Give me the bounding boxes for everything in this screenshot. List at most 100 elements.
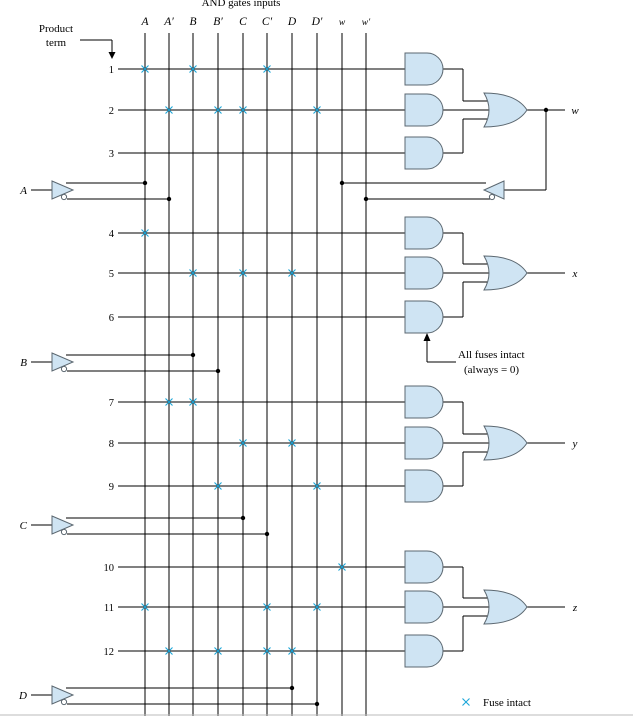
output-label-w: w — [571, 105, 579, 117]
junction-dot — [240, 515, 246, 521]
annotation-text: All fuses intact — [458, 349, 525, 361]
term-number: 10 — [104, 563, 115, 574]
junction-dot — [166, 196, 172, 202]
term-number: 5 — [109, 269, 114, 280]
gates — [404, 52, 528, 668]
fuse-intact-mark — [239, 106, 247, 114]
input-label-b: B — [20, 357, 27, 369]
junction-dot — [215, 368, 221, 374]
junction-dot — [190, 352, 196, 358]
output-label-y: y — [572, 438, 578, 450]
term-number: 9 — [109, 482, 114, 493]
legend-label: Fuse intact — [483, 697, 531, 709]
product-term-label: Product — [39, 23, 73, 35]
and-gate — [404, 136, 444, 170]
junction-dot — [264, 531, 270, 537]
fuse-intact-mark — [189, 398, 197, 406]
term-number: 3 — [109, 149, 114, 160]
fuse-intact-mark — [141, 229, 149, 237]
fuse-intact-mark — [263, 603, 271, 611]
column-label-c-not: C′ — [262, 16, 273, 28]
junction-dot — [363, 196, 369, 202]
column-label-b-not: B′ — [213, 16, 223, 28]
term-number: 12 — [104, 647, 115, 658]
junction-dot — [142, 180, 148, 186]
and-gate — [404, 52, 444, 86]
fuse-intact-mark — [214, 482, 222, 490]
term-number: 2 — [109, 106, 114, 117]
fuse-intact-mark — [338, 563, 346, 571]
or-gate — [483, 255, 528, 291]
and-gate — [404, 300, 444, 334]
input-label-a: A — [19, 185, 27, 197]
junction-dot — [543, 107, 549, 113]
inverter-bubble — [60, 193, 68, 201]
column-label-d-not: D′ — [311, 16, 323, 28]
fuse-intact-mark — [288, 269, 296, 277]
and-gate — [404, 550, 444, 584]
wires — [0, 33, 633, 716]
inverter-bubble — [488, 193, 496, 201]
and-gate — [404, 426, 444, 460]
or-gate — [483, 92, 528, 128]
fuse-intact-mark — [263, 647, 271, 655]
legend-fuse-symbol — [462, 698, 470, 706]
and-gate — [404, 256, 444, 290]
and-gate — [404, 590, 444, 624]
or-gate — [483, 589, 528, 625]
and-gate — [404, 216, 444, 250]
input-buffers — [51, 180, 505, 706]
product-term-label: term — [46, 37, 67, 49]
term-number: 8 — [109, 439, 114, 450]
fuse-marks — [141, 65, 470, 706]
product-term-arrowhead — [108, 52, 116, 59]
fuse-intact-mark — [165, 647, 173, 655]
column-label-d: D — [287, 16, 297, 28]
annotation-text: (always = 0) — [464, 364, 519, 376]
term-number: 4 — [109, 229, 115, 240]
junction-dot — [314, 701, 320, 707]
or-gate — [483, 425, 528, 461]
input-label-c: C — [20, 520, 28, 532]
fuse-intact-mark — [313, 603, 321, 611]
fuse-intact-mark — [189, 269, 197, 277]
fuse-intact-mark — [288, 439, 296, 447]
fuse-intact-mark — [313, 106, 321, 114]
inverter-bubble — [60, 698, 68, 706]
fuse-intact-mark — [141, 603, 149, 611]
term-number: 1 — [109, 65, 114, 76]
junction-dot — [339, 180, 345, 186]
fuse-intact-mark — [288, 647, 296, 655]
column-label-a-not: A′ — [163, 16, 174, 28]
fuse-intact-mark — [239, 269, 247, 277]
fuse-intact-mark — [165, 106, 173, 114]
fuse-intact-mark — [214, 106, 222, 114]
fuse-intact-mark — [189, 65, 197, 73]
inverter-bubble — [60, 365, 68, 373]
output-label-x: x — [572, 268, 578, 280]
fuse-intact-mark — [239, 439, 247, 447]
fuse-intact-mark — [214, 647, 222, 655]
output-label-z: z — [572, 602, 578, 614]
term-number: 6 — [109, 313, 114, 324]
fuse-intact-mark — [263, 65, 271, 73]
fuse-intact-mark — [141, 65, 149, 73]
and-gate — [404, 634, 444, 668]
term-number: 7 — [109, 398, 114, 409]
annotation-arrowhead — [423, 333, 431, 341]
column-label-w-not: w′ — [362, 18, 371, 28]
inverter-bubble — [60, 528, 68, 536]
junction-dot — [289, 685, 295, 691]
input-label-d: D — [18, 690, 27, 702]
and-gate — [404, 385, 444, 419]
header-title: AND gates inputs — [202, 0, 281, 9]
fuse-intact-mark — [165, 398, 173, 406]
fuse-intact-mark — [313, 482, 321, 490]
feedback-buffer — [482, 180, 505, 200]
and-gate — [404, 93, 444, 127]
column-label-b: B — [189, 16, 196, 28]
term-number: 11 — [104, 603, 114, 614]
column-label-a: A — [140, 16, 149, 28]
